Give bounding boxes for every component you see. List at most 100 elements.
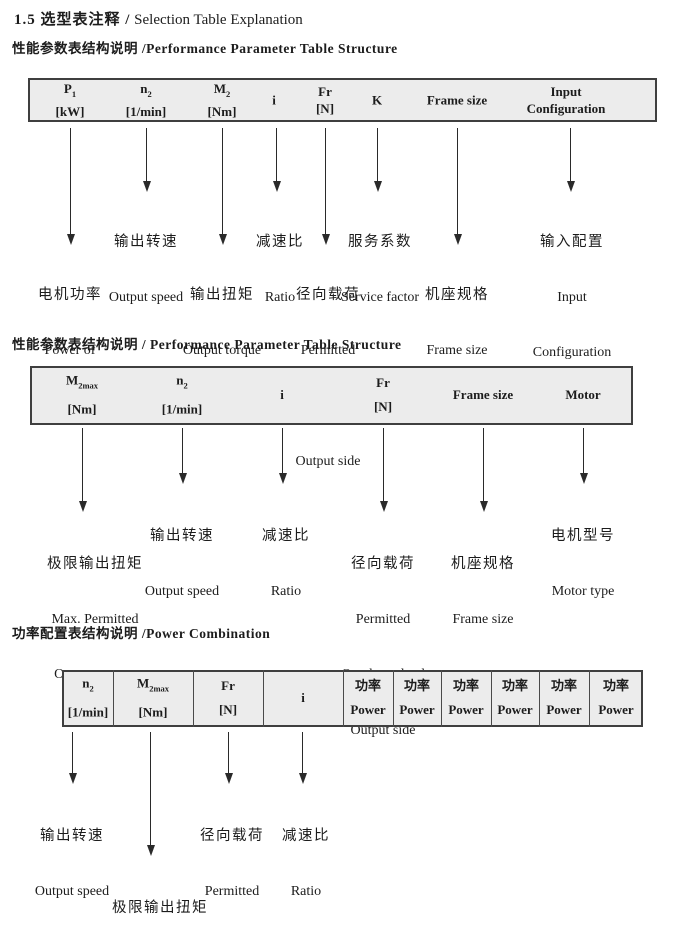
table1-col-k: K	[372, 92, 382, 109]
callout-line: Permitted	[300, 342, 356, 358]
table3-divider	[113, 670, 114, 727]
arrow-down-icon	[298, 732, 307, 784]
callout-line: 机座规格	[451, 556, 515, 572]
table2-col-fr-symbol: Fr	[376, 375, 390, 390]
table3-col-n2-unit: [1/min]	[67, 704, 109, 720]
table3-col-power-1: 功率 Power	[350, 674, 385, 722]
callout-line: Output torque	[182, 342, 262, 358]
table3-col-power-en: Power	[497, 702, 533, 717]
callout-line: 径向载荷	[296, 287, 360, 303]
callout-line: Output speed	[108, 289, 184, 305]
arrow-down-icon	[278, 428, 287, 484]
callout-output-speed: 输出转速 Output speed	[109, 196, 183, 344]
callout-line: Ratio	[264, 289, 296, 305]
table3-divider	[491, 670, 492, 727]
table3-col-i: i	[301, 686, 305, 710]
table3-col-power-en: Power	[350, 702, 386, 717]
callout-overhung-load: 径向载荷 Permitted Overhung load Output side	[341, 518, 425, 777]
table3-divider	[539, 670, 540, 727]
table3-divider	[393, 670, 394, 727]
table3-col-power-zh: 功率	[501, 678, 528, 693]
callout-output-torque: 输出扭矩 Output torque	[183, 249, 261, 397]
table1-col-p1-symbol: P1	[63, 81, 77, 99]
callout-motor-type: 电机型号 Motor type	[551, 490, 615, 638]
callout-line: Permitted	[204, 883, 260, 899]
callout-line: 输出转速	[113, 234, 178, 250]
table1-col-fr: Fr [N]	[316, 83, 334, 117]
table3-col-power-zh: 功率	[354, 678, 381, 693]
page-title: 1.5 选型表注释 / Selection Table Explanation	[14, 8, 303, 29]
table2-col-motor-label: Motor	[565, 387, 601, 402]
table3-col-power-en: Power	[598, 702, 634, 717]
callout-line: 减速比	[282, 828, 330, 844]
table3-col-power-2: 功率 Power	[399, 674, 434, 722]
arrow-down-icon	[78, 428, 87, 512]
section3-table	[62, 670, 643, 727]
table3-col-fr-unit: [N]	[218, 702, 238, 717]
table3-col-fr-symbol: Fr	[221, 678, 235, 693]
callout-line: 极限输出扭矩	[47, 556, 143, 572]
callout-line: Service factor	[340, 289, 420, 305]
table3-col-power-en: Power	[399, 702, 435, 717]
callout-line: Frame size	[452, 611, 514, 627]
table2-col-framesize: Frame size	[453, 383, 513, 407]
table2-col-n2-unit: [1/min]	[161, 401, 203, 417]
callout-line: Ratio	[290, 883, 322, 899]
table1-col-m2-unit: [Nm]	[207, 103, 237, 119]
table3-col-power-en: Power	[448, 702, 484, 717]
table3-divider	[441, 670, 442, 727]
callout-output-speed: 输出转速 Output speed	[145, 490, 219, 638]
callout-line: 减速比	[256, 234, 304, 250]
callout-line: Output side	[295, 453, 361, 469]
arrow-down-icon	[379, 428, 388, 512]
callout-ratio: 减速比 Ratio	[256, 196, 304, 344]
table3-col-m2max-unit: [Nm]	[138, 704, 168, 720]
callout-line: 输出转速	[39, 828, 104, 844]
table1-col-p1-unit: [kW]	[55, 103, 85, 119]
table1-col-i: i	[272, 92, 276, 109]
callout-line: Output speed	[144, 583, 220, 599]
table3-col-power-en: Power	[546, 702, 582, 717]
callout-line: 径向载荷	[200, 828, 264, 844]
table3-col-fr: Fr [N]	[219, 674, 237, 722]
table2-col-n2-symbol: n2	[176, 372, 188, 391]
arrow-down-icon	[178, 428, 187, 484]
table2-col-framesize-label: Frame size	[452, 387, 514, 402]
callout-line: Max. Permitted	[51, 611, 139, 627]
arrow-down-icon	[373, 128, 382, 192]
table2-col-fr-unit: [N]	[373, 399, 393, 414]
arrow-down-icon	[479, 428, 488, 512]
callout-frame-size: 机座规格 Frame size	[451, 518, 515, 666]
table3-col-i-symbol: i	[301, 690, 305, 705]
section2-heading: 性能参数表结构说明 / Performance Parameter Table …	[12, 337, 402, 352]
table3-col-power-zh: 功率	[403, 678, 430, 693]
table1-col-input: Input Configuration	[527, 83, 606, 117]
table3-col-power-zh: 功率	[550, 678, 577, 693]
table1-col-n2: n2 [1/min]	[126, 80, 166, 120]
table2-col-i-symbol: i	[280, 387, 284, 402]
callout-ratio: 减速比 Ratio	[282, 790, 330, 931]
callout-frame-size: 机座规格 Frame size	[425, 249, 489, 397]
table3-col-power-zh: 功率	[602, 678, 629, 693]
table2-col-n2: n2 [1/min]	[162, 369, 202, 422]
table1-col-fr-unit: [N]	[315, 101, 335, 116]
table3-col-power-zh: 功率	[452, 678, 479, 693]
callout-line: Configuration	[532, 345, 612, 360]
table3-col-power-3: 功率 Power	[448, 674, 483, 722]
callout-service-factor: 服务系数 Service factor	[341, 196, 419, 344]
callout-ratio: 减速比 Ratio	[262, 490, 310, 638]
table1-col-input-line2: Configuration	[526, 101, 606, 116]
table3-col-power-6: 功率 Power	[598, 674, 633, 722]
callout-max-output-torque: 极限输出扭矩 Max. Permitted Output torque	[112, 862, 208, 931]
callout-line: Output speed	[34, 883, 110, 899]
arrow-down-icon	[272, 128, 281, 192]
page-title-en: Selection Table Explanation	[134, 12, 303, 28]
table1-col-fr-symbol: Fr	[318, 84, 332, 99]
section1-table	[28, 78, 657, 122]
arrow-down-icon	[142, 128, 151, 192]
callout-line: 输出转速	[149, 528, 214, 544]
callout-line: 机座规格	[425, 287, 489, 303]
section3-heading: 功率配置表结构说明 /Power Combination	[12, 626, 271, 641]
callout-input-configuration: 输入配置 Input Configuration	[533, 196, 612, 400]
table3-divider	[343, 670, 344, 727]
